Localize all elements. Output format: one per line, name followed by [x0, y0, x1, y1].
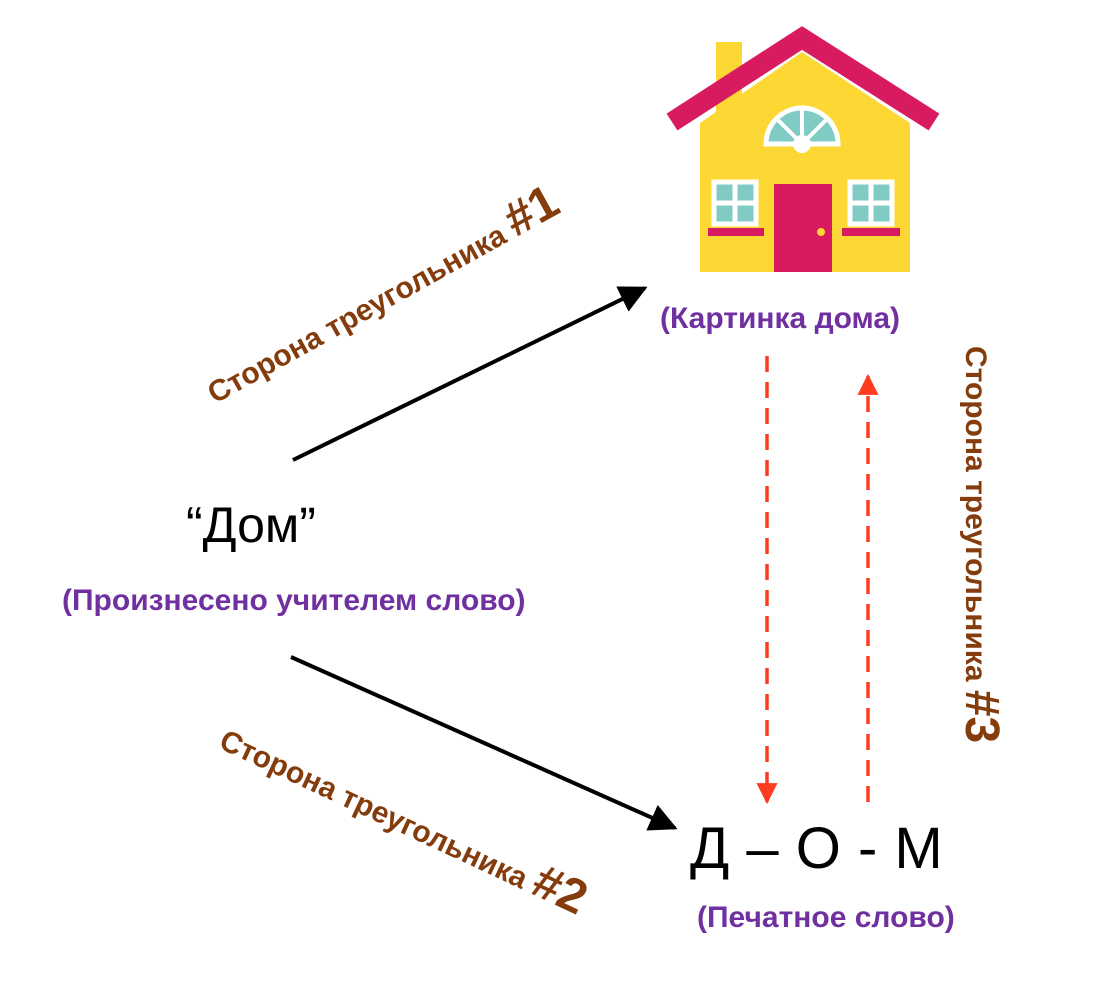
side-label-3-number: #3 — [955, 689, 1008, 744]
printed-word: Д – О - М — [690, 816, 944, 881]
house-door — [774, 184, 832, 272]
house-icon — [666, 26, 940, 272]
printed-caption: (Печатное слово) — [697, 901, 955, 934]
side-label-3: Сторона треугольника #3 — [955, 346, 1008, 744]
side-label-3-text: Сторона треугольника — [959, 346, 992, 690]
spoken-word: “Дом” — [186, 497, 316, 553]
arrow-side-1 — [292, 286, 648, 462]
arrow-side-2 — [290, 655, 678, 831]
house-roof — [666, 26, 940, 131]
house-caption: (Картинка дома) — [660, 302, 901, 335]
spoken-caption: (Произнесено учителем слово) — [62, 584, 526, 617]
